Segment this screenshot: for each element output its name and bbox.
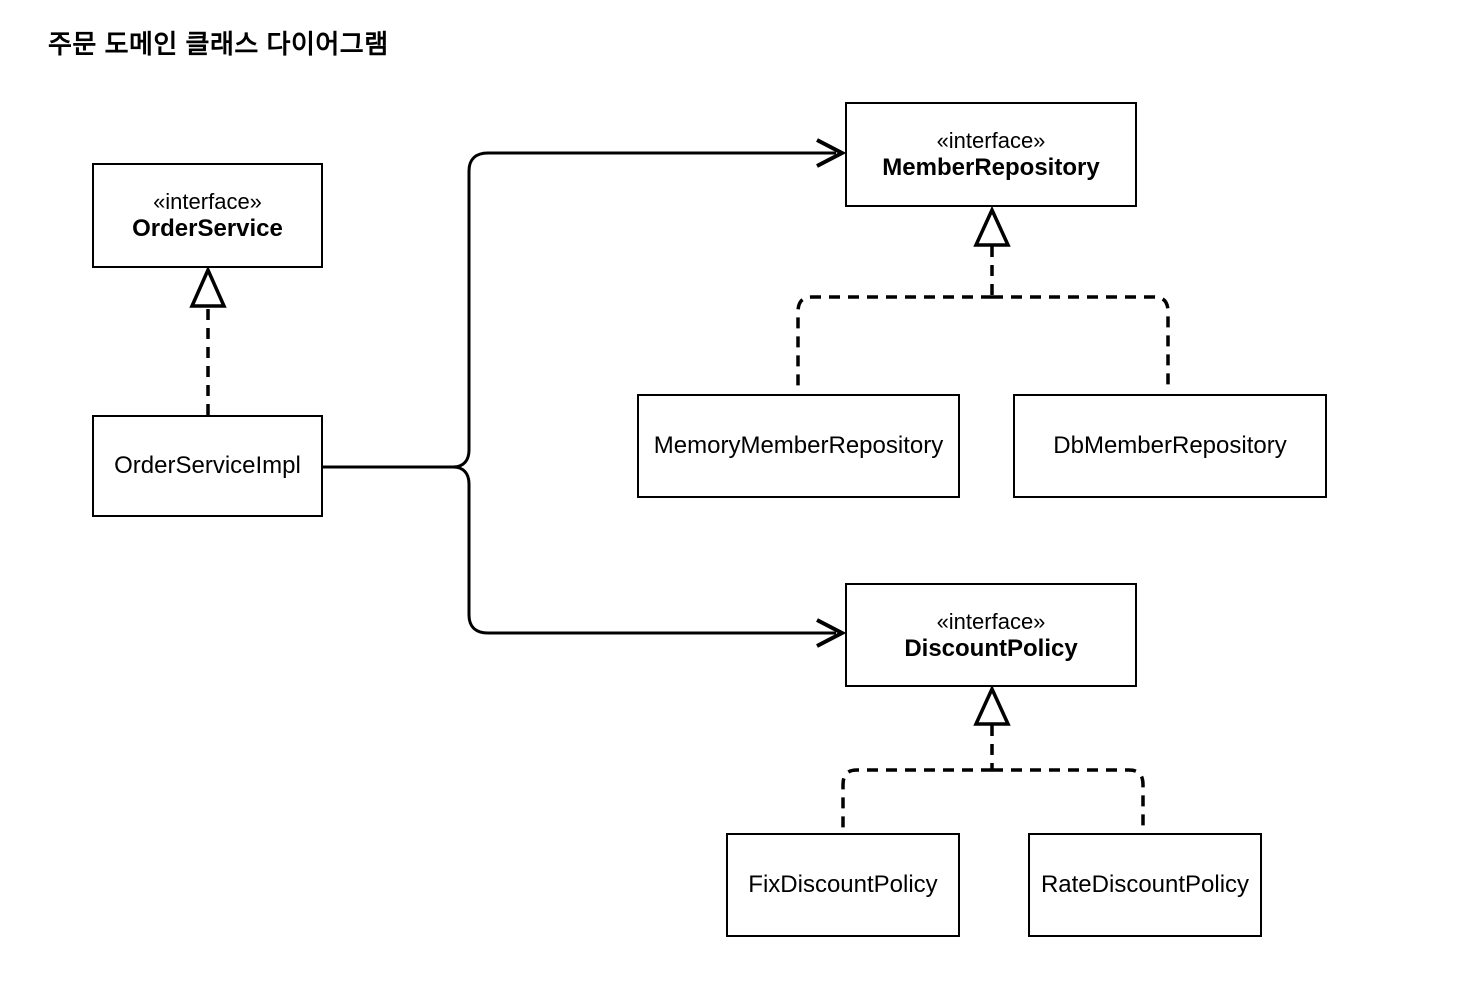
realization-connector-order-service — [189, 265, 227, 415]
hollow-triangle-icon — [973, 205, 1011, 247]
class-node-rate-discount-policy: RateDiscountPolicy — [1028, 833, 1262, 937]
class-node-db-member-repository: DbMemberRepository — [1013, 394, 1327, 498]
stereotype-label: «interface» — [936, 128, 1046, 153]
class-name-label: MemberRepository — [882, 154, 1100, 181]
class-name-label: RateDiscountPolicy — [1040, 871, 1250, 898]
class-node-order-service-impl: OrderServiceImpl — [92, 415, 323, 517]
class-name-label: DbMemberRepository — [1053, 432, 1287, 459]
class-node-memory-member-repository: MemoryMemberRepository — [637, 394, 960, 498]
realization-tree-discount-policy — [841, 725, 1145, 831]
class-name-label: OrderService — [132, 215, 283, 242]
realization-tree-member-repository — [796, 246, 1170, 392]
class-name-label: FixDiscountPolicy — [748, 871, 938, 898]
class-node-member-repository: «interface» MemberRepository — [845, 102, 1137, 207]
class-node-fix-discount-policy: FixDiscountPolicy — [726, 833, 960, 937]
class-name-label: OrderServiceImpl — [114, 452, 301, 479]
open-arrowhead-icon — [816, 618, 847, 648]
dependency-connector-member-repository — [323, 138, 847, 469]
class-node-order-service: «interface» OrderService — [92, 163, 323, 268]
dependency-connector-discount-policy — [323, 465, 847, 648]
class-name-label: MemoryMemberRepository — [653, 432, 944, 459]
stereotype-label: «interface» — [936, 608, 1046, 634]
hollow-triangle-icon — [189, 265, 227, 308]
open-arrowhead-icon — [816, 138, 847, 168]
class-name-label: DiscountPolicy — [904, 634, 1078, 662]
hollow-triangle-icon — [973, 684, 1011, 726]
page-title: 주문 도메인 클래스 다이어그램 — [48, 29, 389, 59]
stereotype-label: «interface» — [153, 189, 262, 214]
class-node-discount-policy: «interface» DiscountPolicy — [845, 583, 1137, 687]
